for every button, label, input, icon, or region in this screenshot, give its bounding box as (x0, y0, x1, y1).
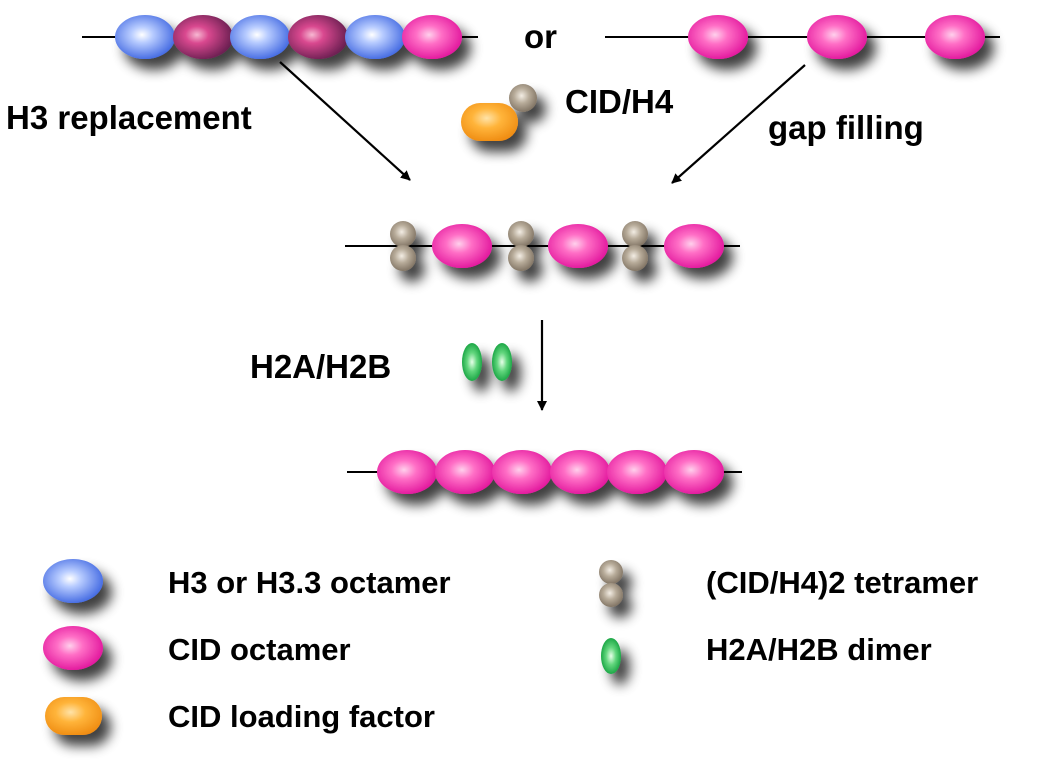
legend-cid-octamer-label: CID octamer (168, 632, 351, 667)
legend-tetramer-label: (CID/H4)2 tetramer (706, 565, 979, 600)
cid-octamer (432, 224, 492, 268)
intermediate-chromatin-fiber (345, 221, 740, 271)
cid-octamer (548, 224, 608, 268)
legend-cid-octamer-icon (43, 626, 103, 670)
cid-octamer (550, 450, 610, 494)
gap-filling-label: gap filling (768, 109, 924, 146)
cid-h4-label: CID/H4 (565, 83, 674, 120)
legend-tetramer-icon (599, 583, 623, 607)
tetramer-subunit (508, 221, 534, 247)
h2a-h2b-dimer (492, 343, 512, 381)
legend-h2a-h2b-dimer-icon (601, 638, 621, 674)
tetramer-subunit (622, 221, 648, 247)
cid-h4-subunit (509, 84, 537, 112)
tetramer-subunit (390, 221, 416, 247)
cid-octamer (288, 15, 348, 59)
cid-octamer (607, 450, 667, 494)
cid-octamer (688, 15, 748, 59)
h3-octamer (230, 15, 290, 59)
arrow-h3-replacement (279, 61, 411, 181)
cid-octamer (664, 224, 724, 268)
cid-h4-loading-complex (461, 84, 537, 141)
cid-octamer (402, 15, 462, 59)
cid-octamer (173, 15, 233, 59)
h3-replacement-label: H3 replacement (6, 99, 252, 136)
h3-octamer (115, 15, 175, 59)
or-label: or (524, 18, 557, 55)
legend-icons (43, 559, 623, 735)
cid-octamer (377, 450, 437, 494)
tetramer-subunit (390, 245, 416, 271)
tetramer-subunit (508, 245, 534, 271)
h2a-h2b-dimer (462, 343, 482, 381)
top-left-chromatin-fiber (82, 15, 478, 59)
arrow-gap-filling (671, 64, 806, 184)
top-right-chromatin-fiber (605, 15, 1000, 59)
cid-octamer (492, 450, 552, 494)
h3-octamer (345, 15, 405, 59)
tetramer-subunit (622, 245, 648, 271)
legend-tetramer-icon (599, 560, 623, 584)
cid-octamer (435, 450, 495, 494)
final-cid-chromatin-fiber (347, 450, 742, 494)
legend-cid-loading-factor-label: CID loading factor (168, 699, 435, 734)
cid-octamer (664, 450, 724, 494)
legend-h3-octamer-icon (43, 559, 103, 603)
cid-loading-factor (461, 103, 518, 141)
legend-cid-loading-factor-icon (45, 697, 102, 735)
cid-octamer (925, 15, 985, 59)
cid-octamer (807, 15, 867, 59)
legend-h2a-h2b-dimer-label: H2A/H2B dimer (706, 632, 932, 667)
h2a-h2b-label: H2A/H2B (250, 348, 392, 385)
legend-h3-octamer-label: H3 or H3.3 octamer (168, 565, 451, 600)
h2a-h2b-dimer-pair (462, 343, 512, 381)
